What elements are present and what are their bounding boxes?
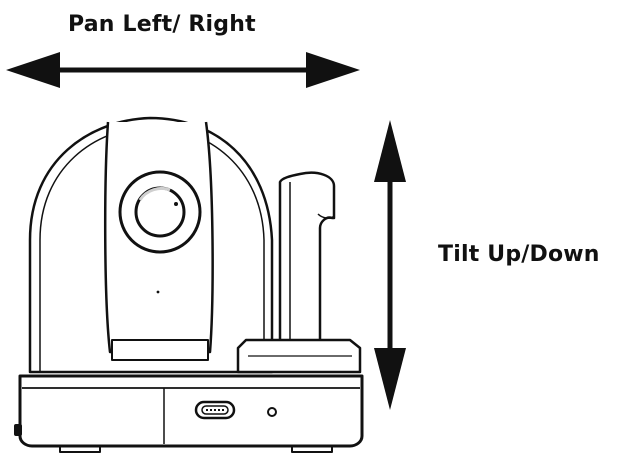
side-tower [278,171,336,350]
reset-hole-icon [267,407,277,417]
tilt-arrow-icon [374,120,406,410]
pan-label: Pan Left/ Right [68,12,256,37]
camera-icon [14,116,364,453]
pan-arrow-icon [6,52,360,88]
camera-base [18,374,364,448]
tilt-label: Tilt Up/Down [438,242,600,267]
usb-port-icon [194,400,236,420]
